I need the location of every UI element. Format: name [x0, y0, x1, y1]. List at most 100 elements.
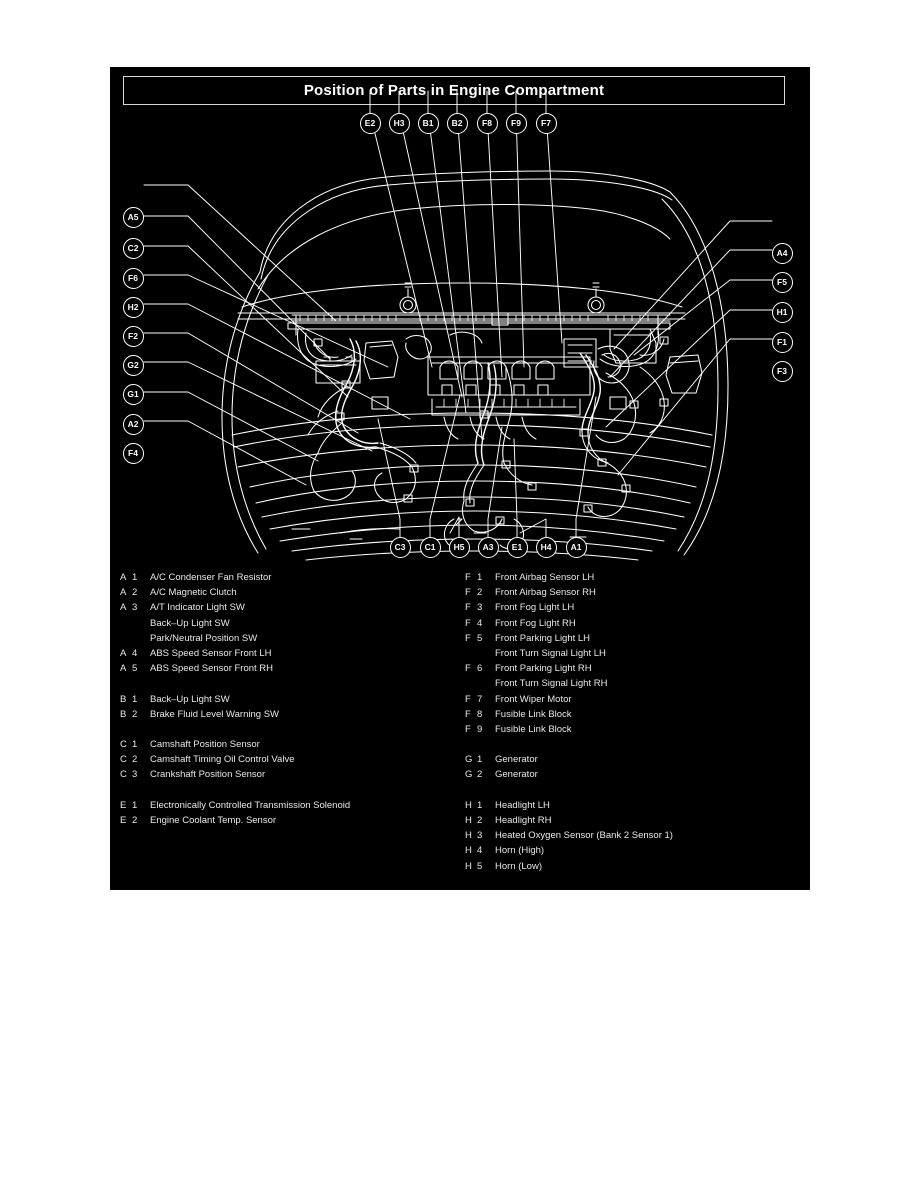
legend-item-code: B — [120, 693, 127, 705]
legend-item-number: 5 — [477, 860, 483, 872]
legend-item-code: A — [120, 572, 127, 583]
callout-e2[interactable]: E2 — [359, 112, 381, 134]
legend-item-number: 3 — [477, 602, 483, 614]
legend-item-label: Engine Coolant Temp. Sensor — [150, 815, 277, 826]
callout-b1[interactable]: B1 — [417, 112, 439, 134]
callout-f8[interactable]: F8 — [476, 112, 498, 134]
legend-item-label: Front Airbag Sensor RH — [495, 587, 596, 599]
callout-a4[interactable]: A4 — [771, 242, 793, 264]
legend-item-code: F — [465, 708, 471, 720]
legend-item-code: H — [465, 845, 472, 857]
callout-h3[interactable]: H3 — [388, 112, 410, 134]
legend-item-number: 2 — [132, 815, 138, 826]
callout-c3[interactable]: C3 — [389, 536, 411, 558]
callout-a5[interactable]: A5 — [122, 206, 144, 228]
legend-item-code: C — [120, 754, 127, 766]
legend-item-code: E — [120, 815, 127, 826]
legend-item-number: 4 — [132, 647, 138, 659]
callout-f7[interactable]: F7 — [535, 112, 557, 134]
callout-a3[interactable]: A3 — [477, 536, 499, 558]
callout-f9[interactable]: F9 — [505, 112, 527, 134]
callout-h2[interactable]: H2 — [122, 296, 144, 318]
callout-a1[interactable]: A1 — [565, 536, 587, 558]
legend-spacer — [465, 739, 800, 754]
legend-subrow: Front Turn Signal Light LH — [465, 648, 800, 663]
callout-f4[interactable]: F4 — [122, 442, 144, 464]
callout-f6[interactable]: F6 — [122, 267, 144, 289]
legend-item-label: Fusible Link Block — [495, 723, 572, 735]
callout-e1[interactable]: E1 — [506, 536, 528, 558]
legend-item-code: B — [120, 708, 127, 720]
legend-item-code: F — [465, 572, 471, 583]
legend-item-code: F — [465, 693, 471, 705]
legend-item-label: A/T Indicator Light SW — [150, 602, 245, 614]
legend-item-label: Camshaft Timing Oil Control Valve — [150, 754, 295, 766]
legend-item-label: Front Turn Signal Light RH — [495, 678, 608, 690]
legend-spacer — [120, 724, 450, 739]
legend-item-number: 2 — [132, 708, 138, 720]
legend-subrow: Back–Up Light SW — [120, 618, 450, 633]
legend-item-label: Generator — [495, 754, 538, 766]
legend-item-number: 1 — [477, 799, 483, 811]
callout-h1[interactable]: H1 — [771, 301, 793, 323]
legend-item-label: Horn (High) — [495, 845, 545, 857]
callout-a2[interactable]: A2 — [122, 413, 144, 435]
legend-item-number: 3 — [132, 602, 138, 614]
legend-spacer — [120, 785, 450, 800]
legend-item-code: F — [465, 602, 471, 614]
legend-item-label: Front Airbag Sensor LH — [495, 572, 595, 583]
legend-item-number: 6 — [477, 663, 483, 675]
callout-f3[interactable]: F3 — [771, 360, 793, 382]
callout-h5[interactable]: H5 — [448, 536, 470, 558]
legend-item-label: Headlight LH — [495, 799, 550, 811]
legend-item-label: A/C Magnetic Clutch — [150, 587, 237, 599]
legend-item-code: F — [465, 587, 471, 599]
legend-item-number: 5 — [132, 663, 138, 675]
legend-item-code: G — [465, 769, 473, 781]
legend-item-number: 3 — [132, 769, 138, 781]
callout-f1[interactable]: F1 — [771, 331, 793, 353]
legend-item-label: Front Parking Light LH — [495, 632, 591, 644]
callout-c2[interactable]: C2 — [122, 237, 144, 259]
legend-item-label: Front Fog Light RH — [495, 617, 576, 629]
legend-item-label: Electronically Controlled Transmission S… — [150, 799, 351, 811]
callout-g2[interactable]: G2 — [122, 354, 144, 376]
callout-c1[interactable]: C1 — [419, 536, 441, 558]
legend-item-code: A — [120, 602, 127, 614]
callout-g1[interactable]: G1 — [122, 383, 144, 405]
legend-item-number: 1 — [132, 572, 138, 583]
legend-item-label: Front Fog Light LH — [495, 602, 575, 614]
callout-b2[interactable]: B2 — [446, 112, 468, 134]
callout-f2[interactable]: F2 — [122, 325, 144, 347]
callout-h4[interactable]: H4 — [535, 536, 557, 558]
legend-item-code: F — [465, 663, 471, 675]
legend-item-number: 8 — [477, 708, 483, 720]
legend-item-code: H — [465, 799, 472, 811]
legend-item-label: Fusible Link Block — [495, 708, 572, 720]
legend-item-code: H — [465, 815, 472, 826]
legend-item-code: A — [120, 663, 127, 675]
legend-item-label: Headlight RH — [495, 815, 552, 826]
legend-item-number: 9 — [477, 723, 483, 735]
legend-item-number: 4 — [477, 845, 483, 857]
callout-f5[interactable]: F5 — [771, 271, 793, 293]
legend-item-number: 7 — [477, 693, 483, 705]
legend-item-number: 5 — [477, 632, 483, 644]
legend-item-number: 2 — [477, 769, 483, 781]
legend-item-label: Front Wiper Motor — [495, 693, 572, 705]
